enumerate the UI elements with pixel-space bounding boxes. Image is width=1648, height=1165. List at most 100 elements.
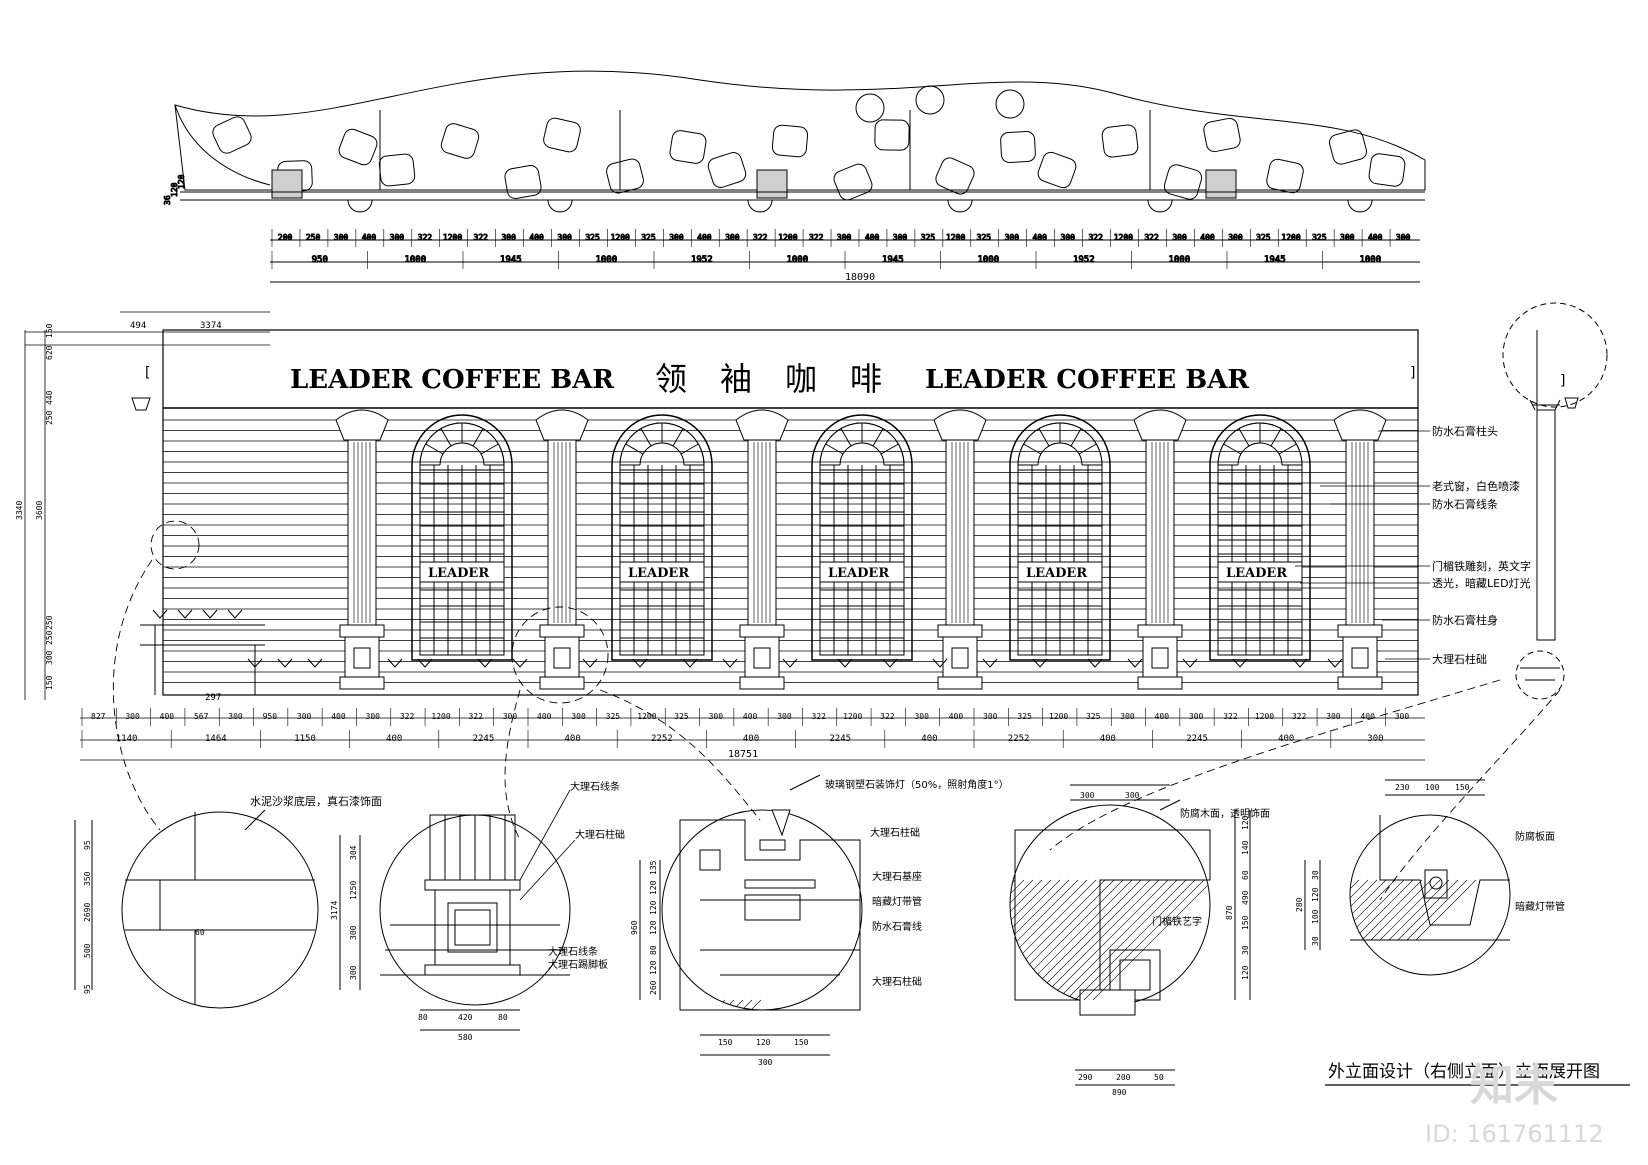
elev-left-dim: 150: [45, 323, 54, 338]
elev-dim: 300: [503, 712, 518, 721]
detail-note: 防腐板面: [1515, 830, 1555, 843]
plan-dim: 400: [529, 233, 544, 242]
detail-dim: 304: [349, 845, 358, 860]
plan-dim: 300: [390, 233, 405, 242]
elev-left-dim: 150: [45, 675, 54, 690]
plan-side-dim: 120: [170, 182, 179, 197]
elev-dim: 325: [1017, 712, 1032, 721]
detail-note: 大理石柱础: [575, 828, 625, 841]
arched-window: LEADER: [1209, 414, 1311, 661]
section-hatch: [1388, 879, 1450, 941]
arched-window: LEADER: [411, 414, 513, 661]
detail-dim: 300: [349, 965, 358, 980]
section-hatch: [1406, 879, 1468, 941]
planter-icon: [477, 658, 493, 668]
callout-label: 门楣铁雕刻，英文字: [1432, 559, 1531, 573]
plan-dim: 300: [334, 233, 349, 242]
elev-dim: 400: [1278, 734, 1294, 744]
plan-dim: 1000: [404, 255, 426, 265]
elev-dim-total: 18751: [728, 749, 758, 760]
detail-dim: 120: [649, 920, 658, 935]
detail-note: 大理石线条: [548, 945, 598, 958]
detail-dim: 95: [83, 984, 92, 994]
section-hatch: [1397, 879, 1459, 941]
detail-dim: 60: [1241, 870, 1250, 880]
detail-dim: 95: [83, 840, 92, 850]
plan-dim: 1200: [946, 233, 965, 242]
elev-dim: 400: [1100, 734, 1116, 744]
plan-dim: 1945: [882, 255, 904, 265]
section-hatch: [1056, 879, 1178, 1001]
plan-dim: 400: [362, 233, 377, 242]
plan-chair: [1037, 151, 1077, 189]
plan-dim: 1952: [1073, 255, 1095, 265]
detail-dim: 150: [718, 1038, 733, 1047]
plan-side-dim: 36: [163, 195, 172, 205]
elev-dim: 300: [1189, 712, 1204, 721]
elev-dim: 1200: [1049, 712, 1068, 721]
detail-dim: 60: [195, 928, 205, 937]
planter-icon: [1182, 658, 1198, 668]
detail-note: 防水石膏线: [872, 920, 922, 933]
column-capital: [335, 409, 389, 441]
plan-dim: 950: [312, 255, 328, 265]
detail-note: 水泥沙浆底层，真石漆饰面: [250, 794, 382, 808]
callout-label: 透光，暗藏LED灯光: [1432, 576, 1531, 590]
plan-lamp-arc: [1347, 199, 1373, 213]
plan-chair: [440, 123, 480, 159]
corinthian-column: [1133, 409, 1187, 690]
elev-dim: 325: [1086, 712, 1101, 721]
sign-chinese-char: 咖: [785, 360, 817, 398]
watermark-id: ID: 161761112: [1425, 1120, 1604, 1148]
detail-dim: 80: [418, 1013, 428, 1022]
detail-note: 门楣铁艺字: [1152, 915, 1202, 928]
elev-left-dim: 250: [45, 410, 54, 425]
elev-dim: 322: [1292, 712, 1307, 721]
detail-2: [339, 789, 576, 1031]
plan-lamp-arc: [947, 199, 973, 213]
planter-icon: [387, 658, 403, 668]
plan-chair: [1328, 129, 1368, 165]
detail-dim: 120: [1241, 815, 1250, 830]
sign-chinese-char: 袖: [720, 360, 752, 398]
plan-chair: [669, 130, 707, 164]
elev-dim: 950: [263, 712, 278, 721]
section-hatch: [1083, 879, 1205, 1001]
plan-dim: 1945: [1264, 255, 1286, 265]
detail-5: [1304, 779, 1511, 976]
plan-dim: 1000: [1168, 255, 1190, 265]
sign-bracket-left: [: [145, 365, 150, 381]
plan-dim: 300: [893, 233, 908, 242]
elev-dim: 2245: [1186, 734, 1208, 744]
detail-dim: 30: [1311, 870, 1320, 880]
front-elevation: LEADER COFFEE BAR 领袖咖啡 LEADER COFFEE BAR…: [131, 329, 1419, 696]
detail-dim: 3174: [330, 901, 339, 920]
wall-lamp-icon: [131, 397, 151, 411]
detail-dim: 2690: [83, 903, 92, 922]
elev-dim: 300: [777, 712, 792, 721]
watermark-brand: 知末: [1470, 1060, 1558, 1111]
planter-icon: [152, 609, 168, 619]
window-logo-text: LEADER: [428, 566, 489, 581]
elev-dim: 300: [571, 712, 586, 721]
plan-lamp-arc: [547, 199, 573, 213]
plan-dim: 325: [1256, 233, 1271, 242]
detail-dim: 500: [83, 943, 92, 958]
elev-dim: 2252: [651, 734, 673, 744]
plan-column-hatch: [756, 169, 788, 199]
plan-dim: 322: [418, 233, 433, 242]
section-hatch: [1010, 879, 1106, 1001]
elev-dim: 400: [921, 734, 937, 744]
planter-icon: [682, 658, 698, 668]
plan-lamp-arc: [347, 199, 373, 213]
detail-3: [639, 774, 863, 1056]
plan-dim: 300: [1396, 233, 1411, 242]
plan-chair: [874, 119, 910, 151]
planter-icon: [632, 658, 648, 668]
detail-dim: 120: [756, 1038, 771, 1047]
section-hatch: [1352, 879, 1414, 941]
planter-icon: [1087, 658, 1103, 668]
elev-dim: 2245: [829, 734, 851, 744]
detail-note: 大理石基座: [872, 870, 922, 883]
